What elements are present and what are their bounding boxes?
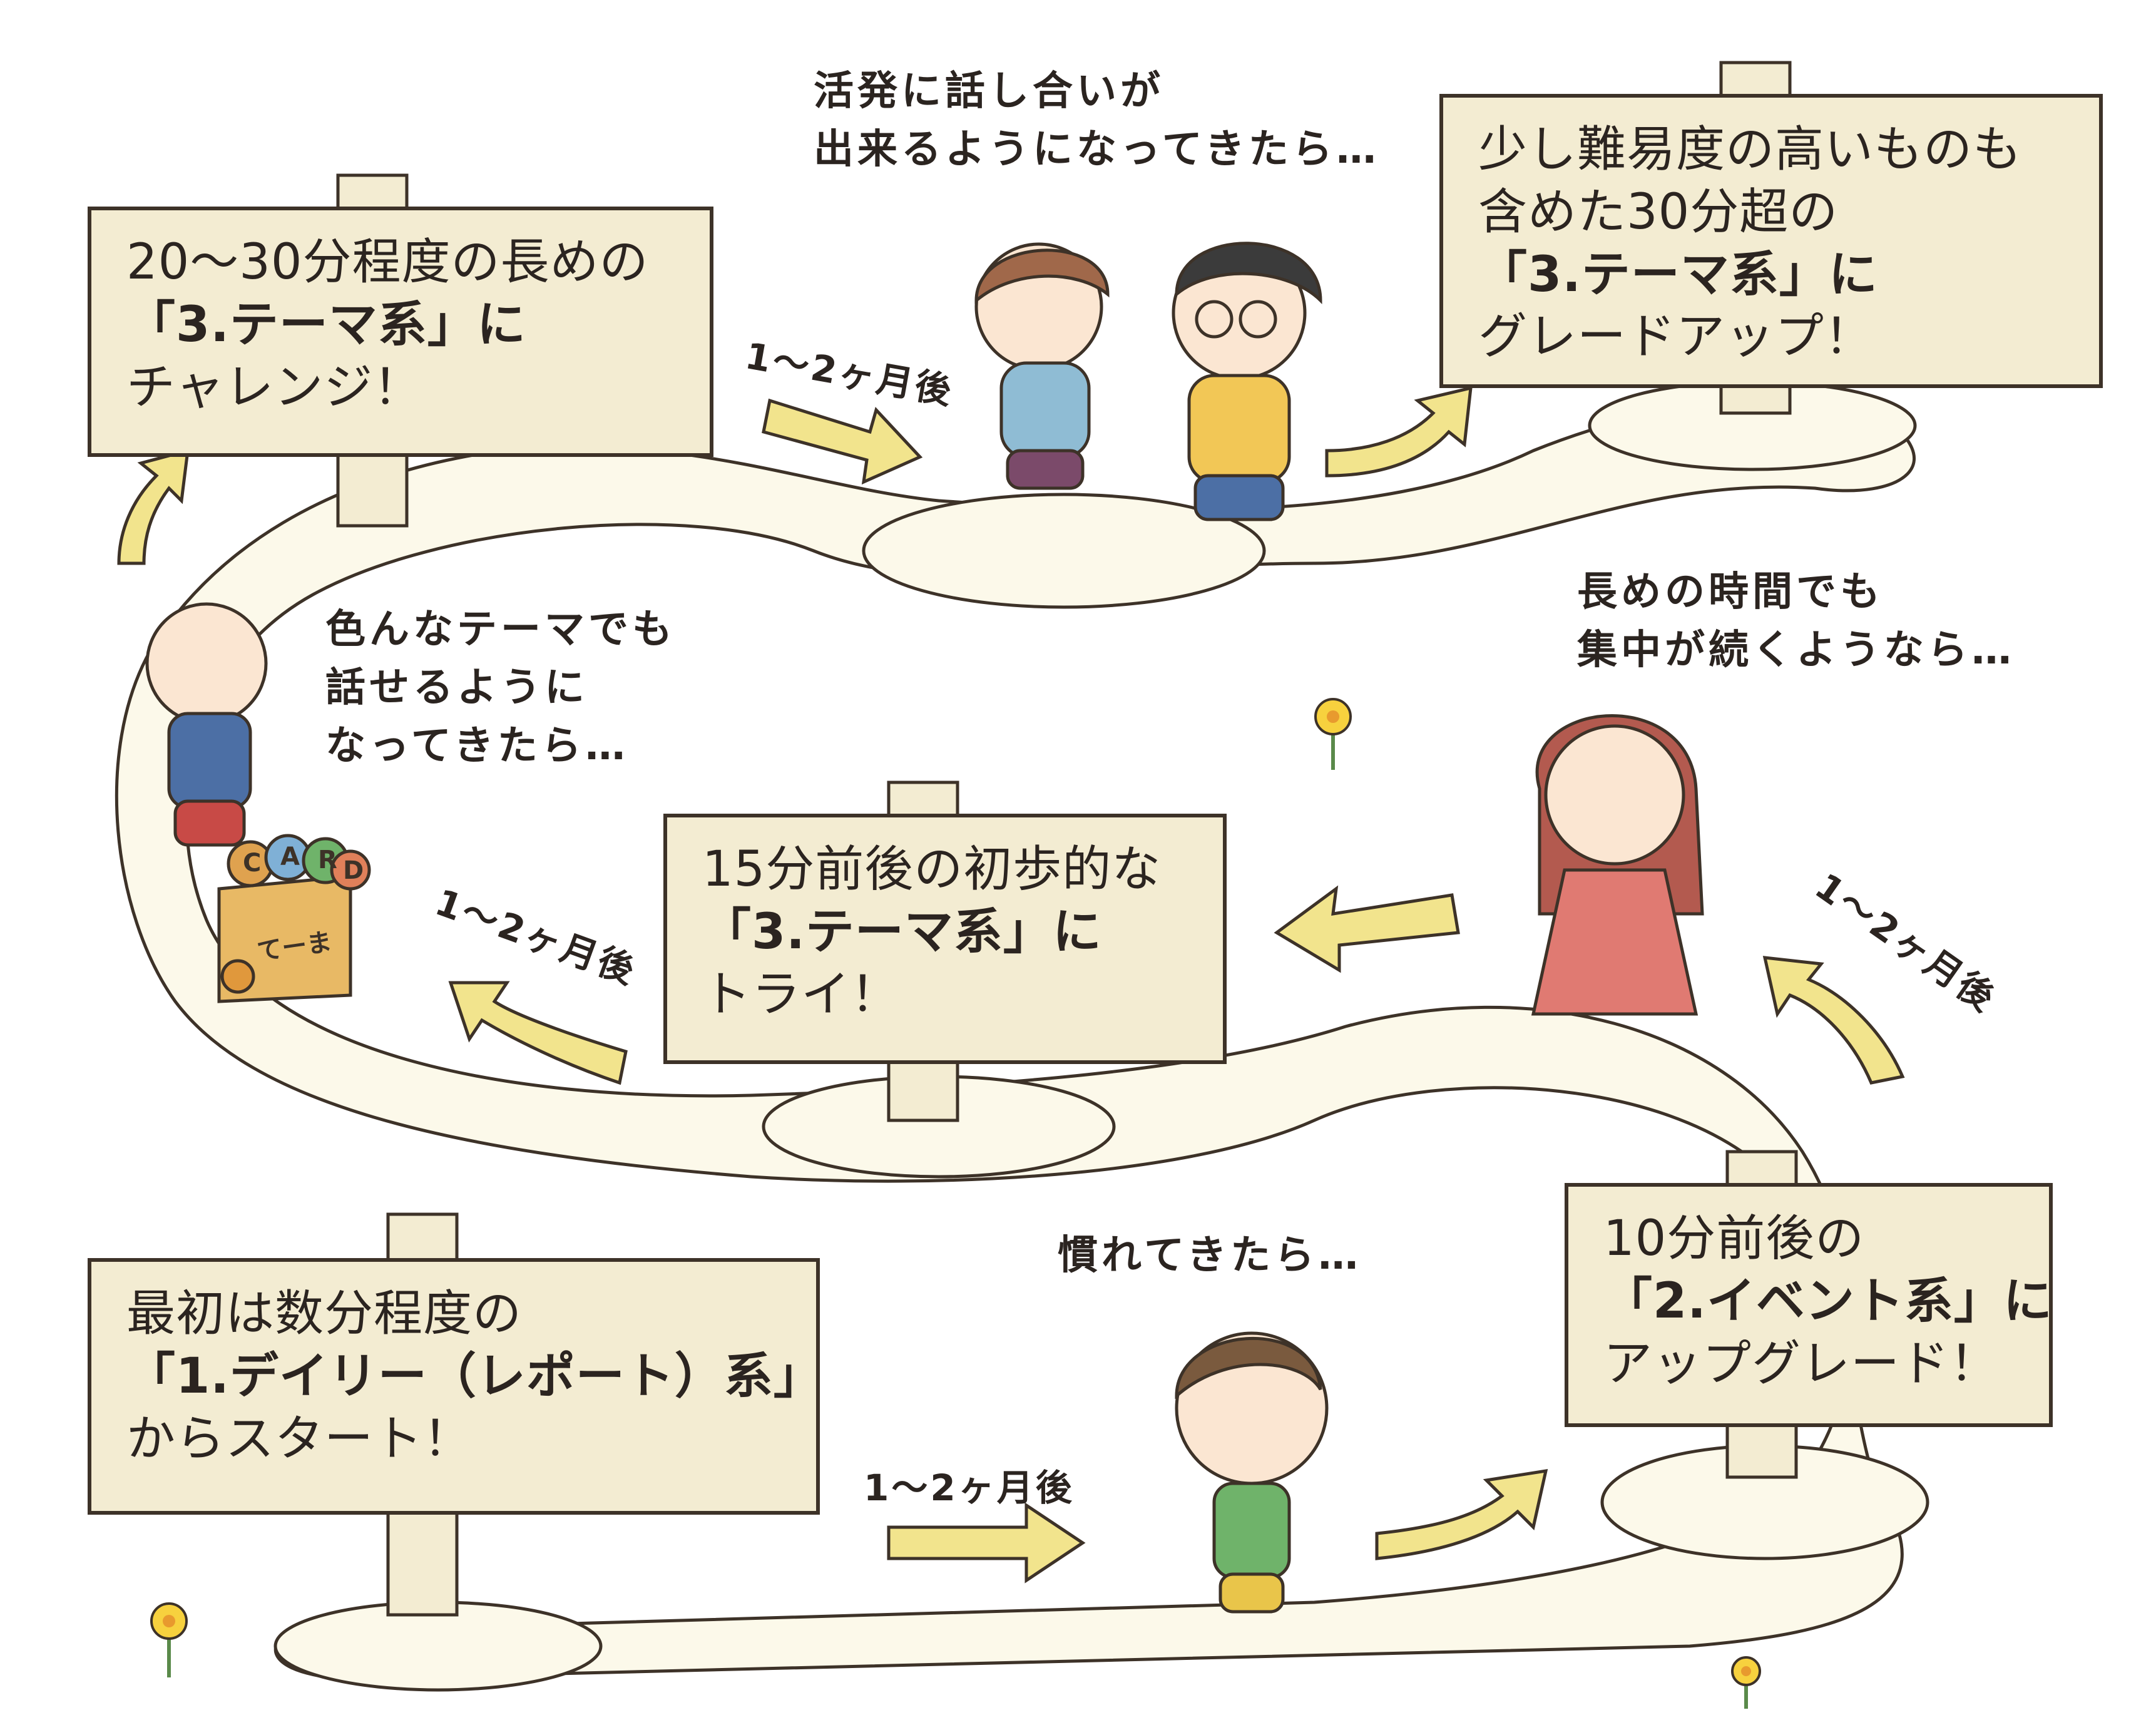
boy-green-shirt xyxy=(1212,1482,1291,1579)
arrow-top xyxy=(762,398,923,485)
arrow-event-up xyxy=(1375,1468,1548,1560)
character-boy-cart xyxy=(145,602,371,1003)
note-used-to-text: 慣れてきたら… xyxy=(1058,1232,1362,1279)
character-girl-blue xyxy=(974,242,1110,490)
sign-event-line2: 「2.イベント系」に xyxy=(1603,1272,2053,1329)
arrow-top-right xyxy=(1325,386,1473,478)
note-focus-line2: 集中が続くようなら… xyxy=(1577,627,2015,673)
sign-event-line3: アップグレード！ xyxy=(1603,1335,2000,1392)
arrow-middle-right xyxy=(1274,885,1460,973)
flower-middle xyxy=(1314,698,1352,770)
sign-event: 10分前後の 「2.イベント系」に アップグレード！ xyxy=(1565,1183,2053,1427)
sign-theme-long: 20〜30分程度の長めの 「3.テーマ系」に チャレンジ！ xyxy=(88,207,713,457)
card-d xyxy=(330,849,371,891)
sign-theme-advanced-line1: 少し難易度の高いものも xyxy=(1478,121,2023,178)
arrow-bottom xyxy=(887,1502,1086,1584)
arrow-label-bottom: 1〜2ヶ月後 xyxy=(864,1467,1075,1509)
sign-theme-intro-line2: 「3.テーマ系」に xyxy=(702,903,1102,960)
boy-glasses-shirt xyxy=(1187,374,1291,484)
boy-green-shorts xyxy=(1218,1572,1285,1614)
sign-theme-long-line2: 「3.テーマ系」に xyxy=(126,296,526,353)
girl-blue-hair xyxy=(974,248,1110,304)
character-boy-glasses xyxy=(1172,242,1322,521)
arrow-left-up xyxy=(117,448,190,565)
note-lively: 活発に話し合いが 出来るようになってきたら… xyxy=(814,63,1380,179)
note-lively-line2: 出来るようになってきたら… xyxy=(814,126,1380,173)
boy-cart-shorts xyxy=(173,799,246,847)
note-lively-line1: 活発に話し合いが xyxy=(814,68,1164,115)
sign-start-line1: 最初は数分程度の xyxy=(126,1286,523,1342)
sign-theme-advanced-line4: グレードアップ！ xyxy=(1478,309,1874,366)
sign-theme-intro-line1: 15分前後の初歩的な xyxy=(702,841,1162,898)
card-letter-c: C xyxy=(243,849,262,878)
boy-cart-shirt xyxy=(167,712,252,809)
girl-blue-shirt xyxy=(999,361,1091,459)
flower-bottom-left xyxy=(150,1602,188,1677)
arrow-middle-left xyxy=(448,981,628,1085)
boy-green-hair xyxy=(1175,1336,1322,1400)
glasses-right-lens xyxy=(1239,300,1277,339)
boy-cart-head xyxy=(145,602,268,725)
card-letter-a: A xyxy=(280,842,300,871)
sign-theme-advanced-line2: 含めた30分超の xyxy=(1478,183,1839,240)
sign-start-line3: からスタート！ xyxy=(126,1410,473,1467)
boy-glasses-shorts xyxy=(1193,474,1285,521)
sign-start: 最初は数分程度の 「1.デイリー（レポート）系」 からスタート！ xyxy=(88,1258,823,1515)
boy-glasses-hair xyxy=(1175,242,1322,305)
card-letter-r: R xyxy=(318,846,337,874)
sign-start-line2: 「1.デイリー（レポート）系」 xyxy=(126,1348,823,1405)
sign-event-line1: 10分前後の xyxy=(1603,1211,1865,1267)
note-various-themes: 色んなテーマでも 話せるように なってきたら… xyxy=(325,601,676,775)
note-various-themes-line3: なってきたら… xyxy=(325,722,629,769)
flower-bottom-right xyxy=(1731,1656,1761,1709)
character-girl-pink xyxy=(1531,714,1704,1016)
flowers xyxy=(150,698,1761,1709)
winding-path xyxy=(115,380,1929,1692)
note-focus-line1: 長めの時間でも xyxy=(1577,569,1884,615)
sign-theme-advanced-line3: 「3.テーマ系」に xyxy=(1478,246,1878,303)
sign-theme-long-line1: 20〜30分程度の長めの xyxy=(126,234,649,290)
glasses-left-lens xyxy=(1195,300,1234,339)
card-letter-d: D xyxy=(343,856,364,885)
girl-blue-pants xyxy=(1006,449,1085,490)
note-various-themes-line1: 色んなテーマでも xyxy=(325,607,676,653)
card-box-wheel xyxy=(220,959,255,994)
girl-pink-dress xyxy=(1531,868,1699,1016)
note-used-to: 慣れてきたら… xyxy=(1058,1227,1362,1285)
sign-theme-intro: 15分前後の初歩的な 「3.テーマ系」に トライ！ xyxy=(663,814,1227,1064)
character-boy-green xyxy=(1175,1331,1329,1614)
path-blob-top xyxy=(862,493,1266,609)
progress-arrows xyxy=(117,386,1905,1584)
sign-theme-advanced: 少し難易度の高いものも 含めた30分超の 「3.テーマ系」に グレードアップ！ xyxy=(1439,94,2103,388)
note-focus: 長めの時間でも 集中が続くようなら… xyxy=(1577,563,2015,680)
sign-theme-intro-line3: トライ！ xyxy=(702,966,901,1023)
sign-theme-long-line3: チャレンジ！ xyxy=(126,359,423,416)
arrow-right-up xyxy=(1762,956,1905,1085)
girl-pink-head xyxy=(1544,724,1685,866)
note-various-themes-line2: 話せるように xyxy=(325,664,588,711)
